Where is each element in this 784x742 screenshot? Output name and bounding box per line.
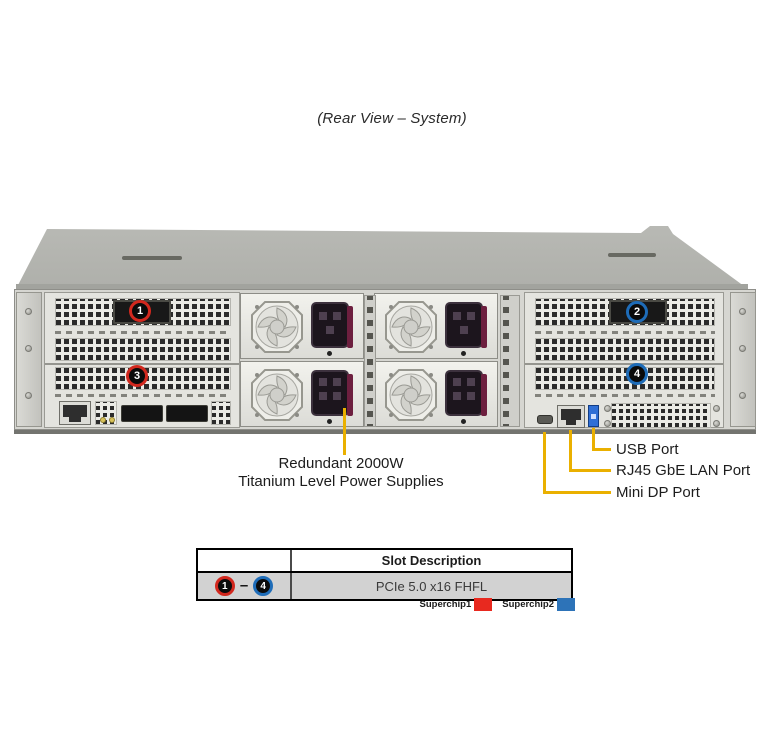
- psu-fan-icon: [251, 301, 303, 353]
- psu-release-handle: [481, 374, 487, 416]
- vent-grid: [211, 401, 231, 425]
- rj45-lan-port: [557, 405, 585, 428]
- power-supply-1: [240, 293, 364, 359]
- callout-slot-3: 3: [126, 365, 148, 387]
- screw-icon: [25, 345, 32, 352]
- psu-leader-line: [343, 408, 346, 455]
- usb-leader-line: [592, 448, 611, 451]
- lan-port-label: RJ45 GbE LAN Port: [616, 462, 751, 479]
- callout-slot-2: 2: [626, 301, 648, 323]
- psu-release-handle: [347, 306, 353, 348]
- slot-bracket-dashes: [535, 394, 715, 397]
- status-led: [100, 417, 106, 423]
- minidp-leader-line: [543, 491, 611, 494]
- slot-bracket-dashes: [55, 394, 231, 397]
- psu-fan-icon: [251, 369, 303, 421]
- slot-description-table: Slot Description 1 – 4 PCIe 5.0 x16 FHFL: [196, 548, 573, 601]
- superchip1-color-swatch: [474, 598, 493, 611]
- status-led: [109, 417, 115, 423]
- table-header-description-cell: Slot Description: [381, 553, 482, 568]
- minidp-port-label: Mini DP Port: [616, 484, 700, 501]
- callout-slot-4: 4: [253, 576, 274, 596]
- ac-inlet: [311, 302, 349, 348]
- qsfp-cage: [166, 405, 208, 422]
- lid-vent-slit: [122, 256, 182, 260]
- superchip-legend: Superchip1 Superchip2: [420, 598, 575, 611]
- legend-item-superchip1: Superchip1: [420, 598, 493, 611]
- psu-label: Redundant 2000W Titanium Level Power Sup…: [238, 455, 444, 490]
- qsfp-cage: [121, 405, 163, 422]
- screw-icon: [739, 308, 746, 315]
- table-header-slots-cell: [198, 550, 292, 571]
- psu-side-bracket: [500, 295, 520, 427]
- psu-release-handle: [481, 306, 487, 348]
- mini-dp-port: [537, 415, 553, 424]
- rj45-port-left: [59, 401, 91, 425]
- slot-bracket-dashes: [55, 331, 231, 334]
- screw-icon: [739, 392, 746, 399]
- figure-title: (Rear View – System): [317, 110, 467, 127]
- callout-slot-1: 1: [129, 300, 151, 322]
- psu-fan-icon: [385, 301, 437, 353]
- minidp-leader-line: [543, 432, 546, 494]
- usb-port-label: USB Port: [616, 441, 679, 458]
- vent-grid: [55, 338, 231, 361]
- usb-leader-line: [592, 428, 595, 451]
- screw-icon: [604, 420, 611, 427]
- bay-divider: [45, 363, 239, 365]
- power-supply-2: [374, 293, 498, 359]
- vent-grid: [535, 367, 715, 390]
- screw-icon: [604, 405, 611, 412]
- chassis-base: [14, 430, 756, 434]
- vent-grid: [535, 338, 715, 361]
- lid-vent-slit: [608, 253, 656, 257]
- psu-divider-bracket: [364, 295, 376, 427]
- lan-leader-line: [569, 469, 611, 472]
- bay-divider: [525, 363, 723, 365]
- lid-front-edge: [16, 284, 748, 289]
- callout-slot-4: 4: [626, 363, 648, 385]
- screw-icon: [713, 420, 720, 427]
- legend-item-superchip2: Superchip2: [502, 598, 575, 611]
- psu-release-handle: [347, 374, 353, 416]
- table-header-row: Slot Description: [198, 550, 571, 573]
- psu-fan-icon: [385, 369, 437, 421]
- slot-bracket-dashes: [535, 331, 715, 334]
- screw-icon: [713, 405, 720, 412]
- power-supply-4: [374, 361, 498, 427]
- vent-grid: [611, 403, 711, 428]
- right-node-panel: [524, 292, 724, 428]
- screw-icon: [25, 308, 32, 315]
- callout-slot-1: 1: [214, 576, 235, 596]
- slot-description-cell: PCIe 5.0 x16 FHFL: [375, 578, 488, 594]
- ac-inlet: [445, 302, 483, 348]
- ac-inlet: [445, 370, 483, 416]
- chassis-top-lid: [16, 226, 748, 289]
- superchip2-color-swatch: [557, 598, 575, 611]
- screw-icon: [25, 392, 32, 399]
- usb-port: [588, 405, 599, 427]
- table-row: 1 – 4 PCIe 5.0 x16 FHFL: [198, 573, 571, 599]
- slot-range-cell: 1 – 4: [198, 573, 292, 599]
- range-dash: –: [239, 576, 249, 594]
- screw-icon: [739, 345, 746, 352]
- lan-leader-line: [569, 430, 572, 472]
